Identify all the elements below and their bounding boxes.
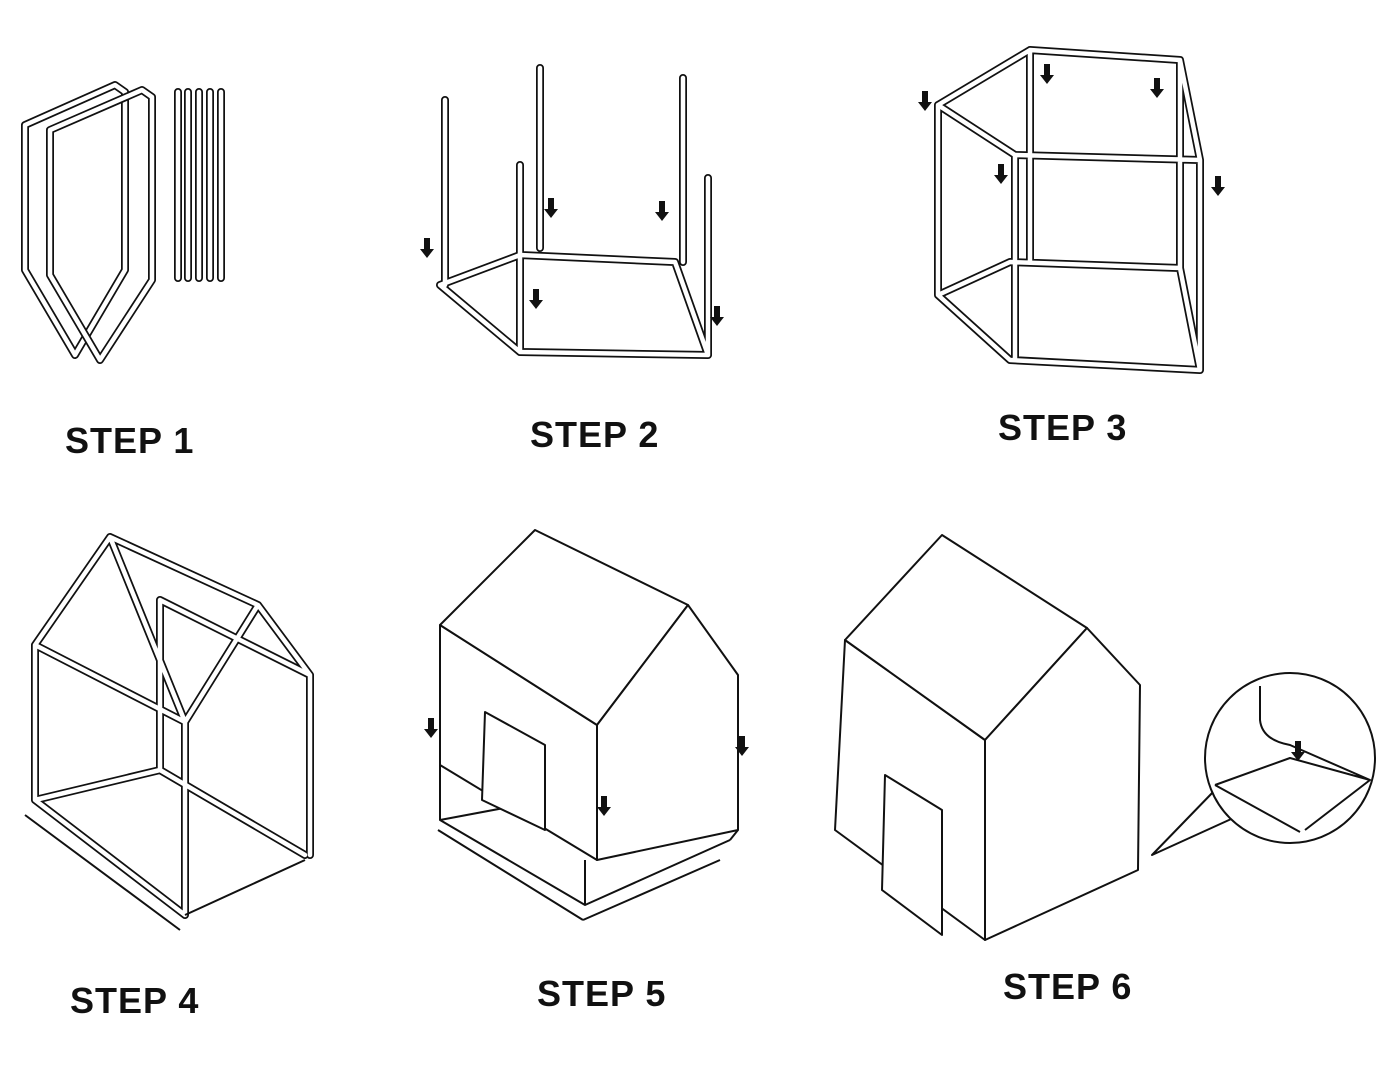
step-3-label: STEP 3 <box>998 407 1128 448</box>
down-arrow-icon <box>424 718 438 738</box>
down-arrow-icon <box>529 289 543 309</box>
step-6-label: STEP 6 <box>1003 966 1133 1007</box>
step1-illustration <box>21 81 225 364</box>
step6-illustration <box>834 534 1376 941</box>
down-arrow-icon <box>420 238 434 258</box>
down-arrow-icon <box>710 306 724 326</box>
down-arrow-icon <box>1150 78 1164 98</box>
step-5-label: STEP 5 <box>537 973 667 1014</box>
down-arrow-icon <box>1040 64 1054 84</box>
step4-illustration <box>24 533 314 931</box>
step3-illustration <box>918 46 1225 374</box>
down-arrow-icon <box>544 198 558 218</box>
down-arrow-icon <box>918 91 932 111</box>
step-2-label: STEP 2 <box>530 414 660 455</box>
step2-illustration <box>420 64 724 359</box>
down-arrow-icon <box>655 201 669 221</box>
step-4-label: STEP 4 <box>70 980 200 1021</box>
step5-illustration <box>424 529 749 921</box>
callout-pointer <box>1151 789 1241 856</box>
down-arrow-icon <box>994 164 1008 184</box>
step-1-label: STEP 1 <box>65 420 195 461</box>
down-arrow-icon <box>1211 176 1225 196</box>
